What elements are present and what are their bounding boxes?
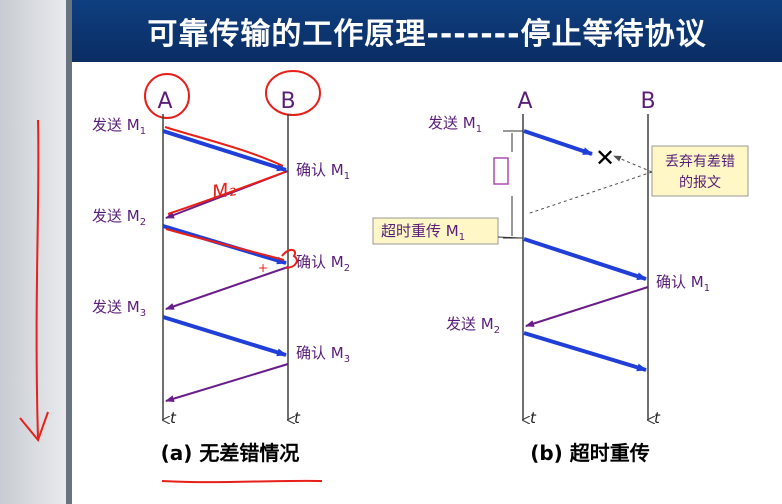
ack-arrow-m1-b: [525, 286, 649, 327]
send-m2-label-b: 发送 M2: [446, 315, 500, 336]
panel-b: A B t t 发送 M1 ✕ 丢弃有差错 的报文 超时重传 M1 确认 M1 …: [372, 89, 749, 465]
discard-note-pointer-2: [526, 171, 653, 215]
ack-arrow-m3: [165, 363, 289, 403]
confirm-m2-label: 确认 M2: [296, 253, 350, 274]
send-m1-label: 发送 M1: [92, 116, 146, 137]
send-m2-label: 发送 M2: [92, 207, 146, 228]
gutter-edge: [66, 0, 72, 504]
node-b-label: B: [280, 89, 295, 114]
data-arrow-m1-retransmit: [523, 237, 647, 281]
node-b-label-b: B: [640, 89, 655, 114]
node-a-label: A: [157, 89, 172, 114]
send-m1-label-b: 发送 M1: [428, 114, 482, 135]
discard-note-pointer-1: [613, 155, 653, 173]
time-label-a-b: t: [530, 409, 537, 427]
slide-title: 可靠传输的工作原理-------停止等待协议: [72, 0, 782, 62]
discard-note-box: [651, 145, 749, 197]
annotation-mark-b2: [281, 249, 298, 269]
annotation-circle-b: [265, 70, 321, 116]
annotation-plus: +: [258, 261, 268, 275]
annotation-circle-a: [144, 73, 190, 119]
ack-arrow-m2: [165, 266, 289, 310]
data-arrow-m1: [162, 129, 287, 172]
send-m3-label: 发送 M3: [92, 298, 146, 319]
annotation-line-m2: [165, 228, 285, 261]
annotation-arrow-left-head: [19, 411, 49, 443]
lost-x-mark: ✕: [595, 144, 615, 172]
caption-a: (a) 无差错情况: [161, 441, 300, 465]
annotation-line-ack1: [167, 171, 286, 215]
panel-a: A B t t 发送 M1 确认 M1 发送 M2 确认 M2 发送 M3 确认…: [92, 70, 350, 465]
timeout-indicator: [493, 157, 509, 185]
annotation-underline: [161, 479, 323, 484]
discard-note-line2: 的报文: [679, 175, 721, 191]
annotation-m2-handwriting: M₂: [210, 178, 238, 204]
confirm-m1-label-b: 确认 M1: [656, 273, 710, 294]
confirm-m3-label: 确认 M3: [296, 344, 350, 365]
caption-b: (b) 超时重传: [530, 441, 650, 465]
confirm-m1-label: 确认 M1: [296, 161, 350, 182]
data-arrow-m2-b: [523, 331, 647, 372]
left-gutter: [0, 0, 66, 504]
annotation-line-m1: [164, 126, 284, 167]
discard-note-line1: 丢弃有差错: [665, 154, 735, 170]
time-label-b: t: [294, 409, 301, 427]
retransmit-pointer: [497, 236, 522, 239]
retransmit-box: [372, 217, 499, 245]
time-label-b-b: t: [654, 409, 661, 427]
node-a-label-b: A: [517, 89, 532, 114]
data-arrow-m3: [162, 315, 287, 357]
time-label-a: t: [170, 409, 177, 427]
retransmit-label: 超时重传 M1: [381, 222, 465, 243]
data-arrow-m1-lost: [523, 129, 593, 156]
annotation-arrow-left: [35, 119, 40, 441]
